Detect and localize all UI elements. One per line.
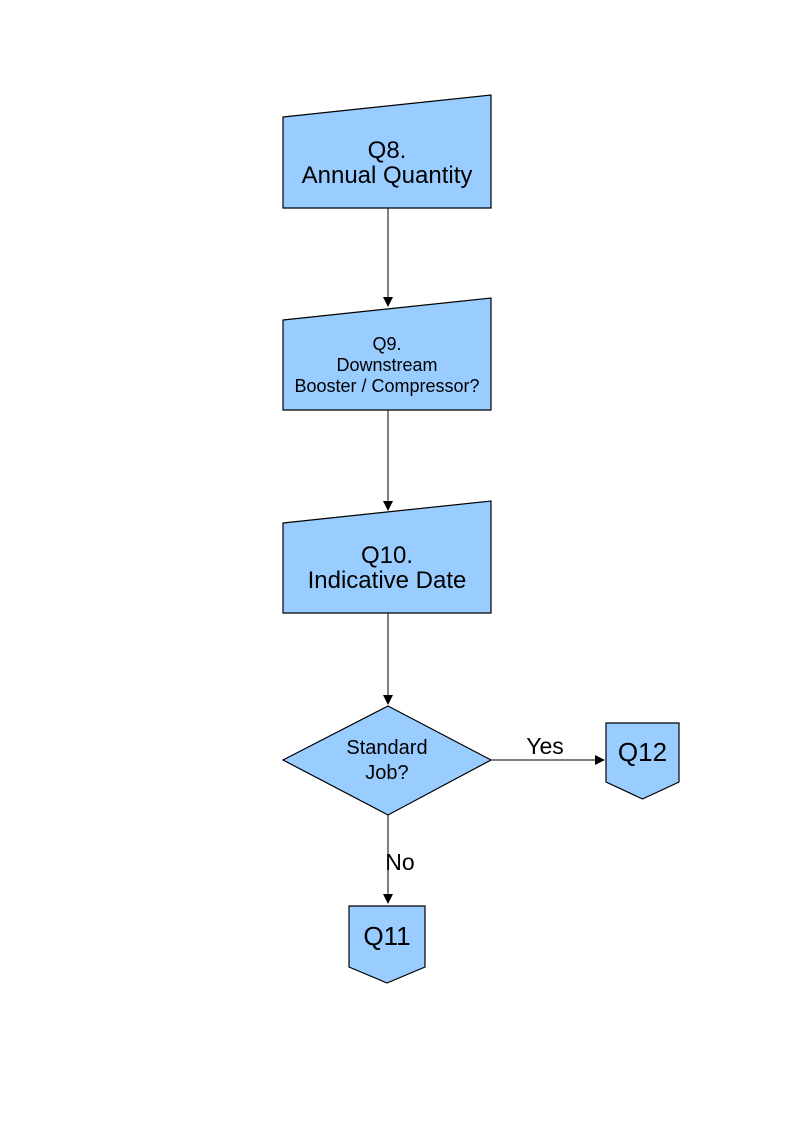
node-q8-shape bbox=[282, 94, 492, 209]
node-q10-shape bbox=[282, 500, 492, 614]
node-q9-shape bbox=[282, 297, 492, 411]
node-q12-shape bbox=[605, 722, 680, 800]
node-standard-job-decision-shape bbox=[281, 705, 493, 816]
node-q11-shape bbox=[348, 905, 426, 984]
